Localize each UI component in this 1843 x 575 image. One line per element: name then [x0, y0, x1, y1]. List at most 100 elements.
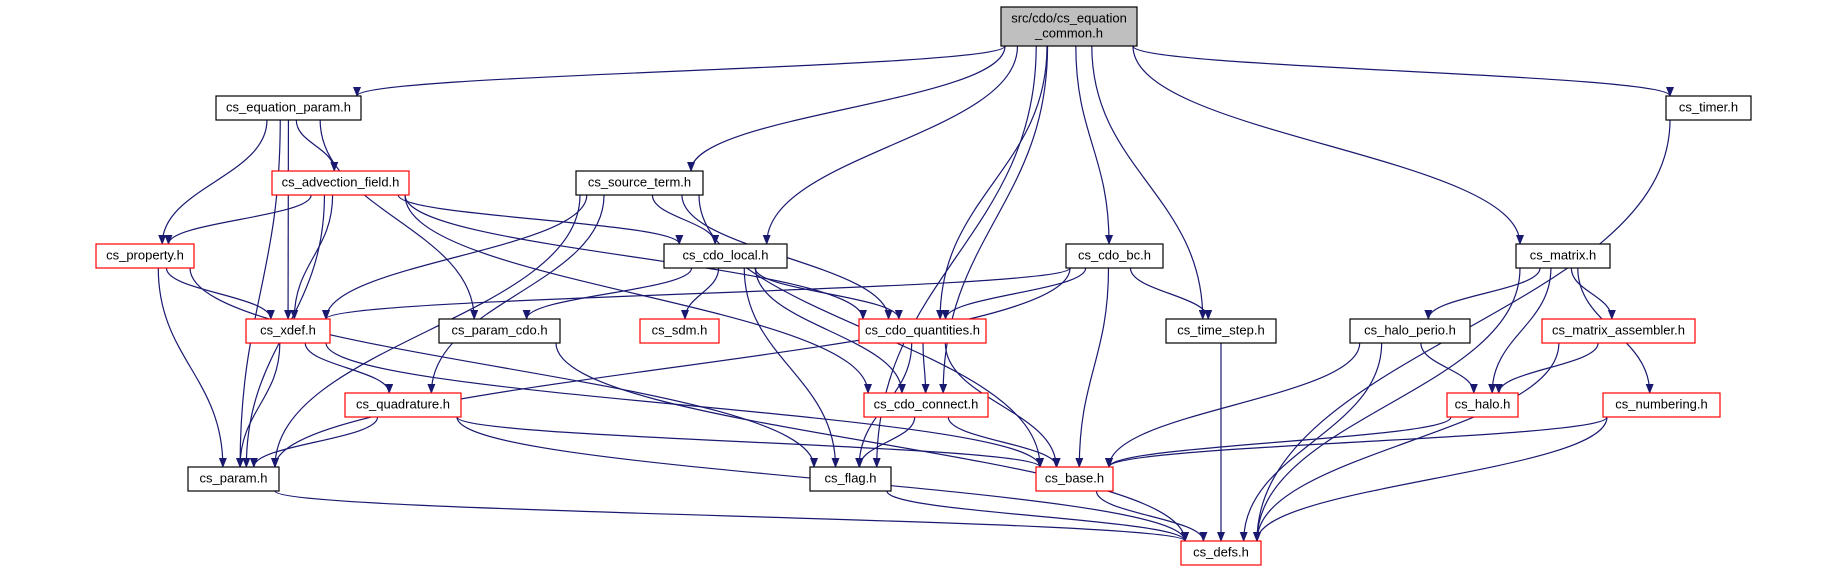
node-label: cs_property.h — [106, 248, 184, 263]
node-flag[interactable]: cs_flag.h — [809, 466, 892, 492]
node-numbering[interactable]: cs_numbering.h — [1602, 392, 1721, 418]
node-label: cs_matrix_assembler.h — [1552, 323, 1685, 338]
node-advection-field[interactable]: cs_advection_field.h — [271, 170, 410, 196]
node-label: cs_halo.h — [1455, 397, 1511, 412]
node-label: cs_param.h — [200, 471, 268, 486]
edge-matrix-to-halo — [1488, 267, 1552, 394]
node-base[interactable]: cs_base.h — [1035, 466, 1114, 492]
node-sdm[interactable]: cs_sdm.h — [639, 318, 720, 344]
edge-cdo_local-to-param_cdo — [522, 267, 693, 320]
node-property[interactable]: cs_property.h — [95, 243, 195, 269]
edge-param_cdo-to-defs — [555, 342, 1189, 542]
node-source-term[interactable]: cs_source_term.h — [575, 170, 704, 196]
node-label: cs_matrix.h — [1530, 248, 1596, 263]
edge-equation_param-to-param_cdo — [319, 119, 479, 320]
edge-cdo_connect-to-flag — [855, 416, 916, 468]
node-time-step[interactable]: cs_time_step.h — [1165, 318, 1277, 344]
edge-advection_field-to-cdo_quantities — [404, 194, 867, 320]
edge-cdo_bc-to-base — [1075, 267, 1110, 468]
node-box — [809, 466, 892, 492]
node-defs[interactable]: cs_defs.h — [1180, 540, 1262, 566]
node-box — [1035, 466, 1114, 492]
edge-root-to-cdo_quantities — [936, 45, 1048, 320]
node-box — [575, 170, 704, 196]
edge-matrix-to-matrix_assembler — [1570, 267, 1616, 320]
node-label: cs_halo_perio.h — [1364, 323, 1456, 338]
node-box — [95, 243, 195, 269]
edge-advection_field-to-cdo_connect — [404, 194, 872, 394]
node-quadrature[interactable]: cs_quadrature.h — [344, 392, 462, 418]
edge-root-to-cdo_local — [762, 45, 1019, 245]
edge-cdo_bc-to-time_step — [1129, 267, 1213, 320]
node-xdef[interactable]: cs_xdef.h — [245, 318, 331, 344]
node-box — [1665, 95, 1752, 121]
edge-cdo_local-to-cdo_quantities — [754, 267, 903, 320]
edge-quadrature-to-param — [249, 416, 379, 468]
edge-cdo_quantities-to-cdo_connect — [921, 342, 930, 394]
node-timer[interactable]: cs_timer.h — [1665, 95, 1752, 121]
node-box — [245, 318, 331, 344]
edge-advection_field-to-cdo_local — [397, 194, 684, 245]
edge-matrix-to-halo_perio — [1424, 267, 1541, 320]
edge-matrix_assembler-to-defs — [1253, 342, 1560, 542]
edge-cdo_bc-to-cdo_quantities — [941, 267, 1087, 320]
node-equation-param[interactable]: cs_equation_param.h — [215, 95, 362, 121]
edge-base-to-defs — [1095, 490, 1208, 542]
edge-equation_param-to-advection_field — [295, 119, 339, 172]
nodes-layer: src/cdo/cs_equation_common.h cs_equation_… — [95, 6, 1752, 566]
edge-matrix-to-defs — [1253, 267, 1521, 542]
node-box — [187, 466, 280, 492]
node-box — [1349, 318, 1471, 344]
node-box — [1180, 540, 1262, 566]
edge-numbering-to-defs — [1253, 416, 1608, 542]
edge-param-to-defs — [274, 490, 1189, 542]
edge-cdo_connect-to-base — [947, 416, 1061, 468]
node-cdo-bc[interactable]: cs_cdo_bc.h — [1065, 243, 1164, 269]
node-box — [1165, 318, 1277, 344]
node-cdo-quantities[interactable]: cs_cdo_quantities.h — [858, 318, 987, 344]
node-box — [663, 243, 788, 269]
node-param-cdo[interactable]: cs_param_cdo.h — [438, 318, 561, 344]
node-box — [215, 95, 362, 121]
edge-property-to-param — [157, 267, 227, 468]
node-cdo-local[interactable]: cs_cdo_local.h — [663, 243, 788, 269]
edge-halo-to-base — [1105, 416, 1452, 468]
node-cdo-connect[interactable]: cs_cdo_connect.h — [863, 392, 989, 418]
node-label: cs_cdo_local.h — [683, 248, 769, 263]
edge-advection_field-to-property — [164, 194, 312, 245]
edge-cdo_bc-to-xdef — [322, 267, 1071, 320]
node-label: cs_advection_field.h — [282, 175, 400, 190]
node-box — [1541, 318, 1696, 344]
edge-quadrature-to-base — [456, 416, 1044, 468]
node-matrix-assembler[interactable]: cs_matrix_assembler.h — [1541, 318, 1696, 344]
edge-source_term-to-xdef — [322, 194, 588, 320]
node-label: cs_numbering.h — [1615, 397, 1708, 412]
node-label: cs_xdef.h — [260, 323, 316, 338]
node-label: cs_timer.h — [1679, 100, 1738, 115]
node-label: src/cdo/cs_equation — [1011, 11, 1127, 26]
node-label: cs_defs.h — [1193, 545, 1249, 560]
node-label: cs_equation_param.h — [226, 100, 351, 115]
edge-source_term-to-cdo_local — [651, 194, 720, 245]
node-label: cs_flag.h — [824, 471, 876, 486]
node-label: cs_quadrature.h — [356, 397, 450, 412]
edge-halo_perio-to-base — [1105, 342, 1361, 468]
node-label: _common.h — [1034, 26, 1103, 41]
node-param[interactable]: cs_param.h — [187, 466, 280, 492]
node-halo-perio[interactable]: cs_halo_perio.h — [1349, 318, 1471, 344]
node-halo[interactable]: cs_halo.h — [1446, 392, 1519, 418]
edge-property-to-flag — [189, 267, 818, 468]
edge-property-to-xdef — [165, 267, 275, 320]
edge-flag-to-defs — [886, 490, 1189, 542]
edge-root-to-cdo_bc — [1075, 45, 1114, 245]
edge-root-to-matrix — [1132, 45, 1524, 245]
node-box — [863, 392, 989, 418]
edge-equation_param-to-property — [158, 119, 268, 245]
node-box — [1515, 243, 1611, 269]
node-box — [344, 392, 462, 418]
node-box — [639, 318, 720, 344]
node-root[interactable]: src/cdo/cs_equation_common.h — [1000, 6, 1138, 47]
node-matrix[interactable]: cs_matrix.h — [1515, 243, 1611, 269]
node-box — [1000, 6, 1138, 47]
